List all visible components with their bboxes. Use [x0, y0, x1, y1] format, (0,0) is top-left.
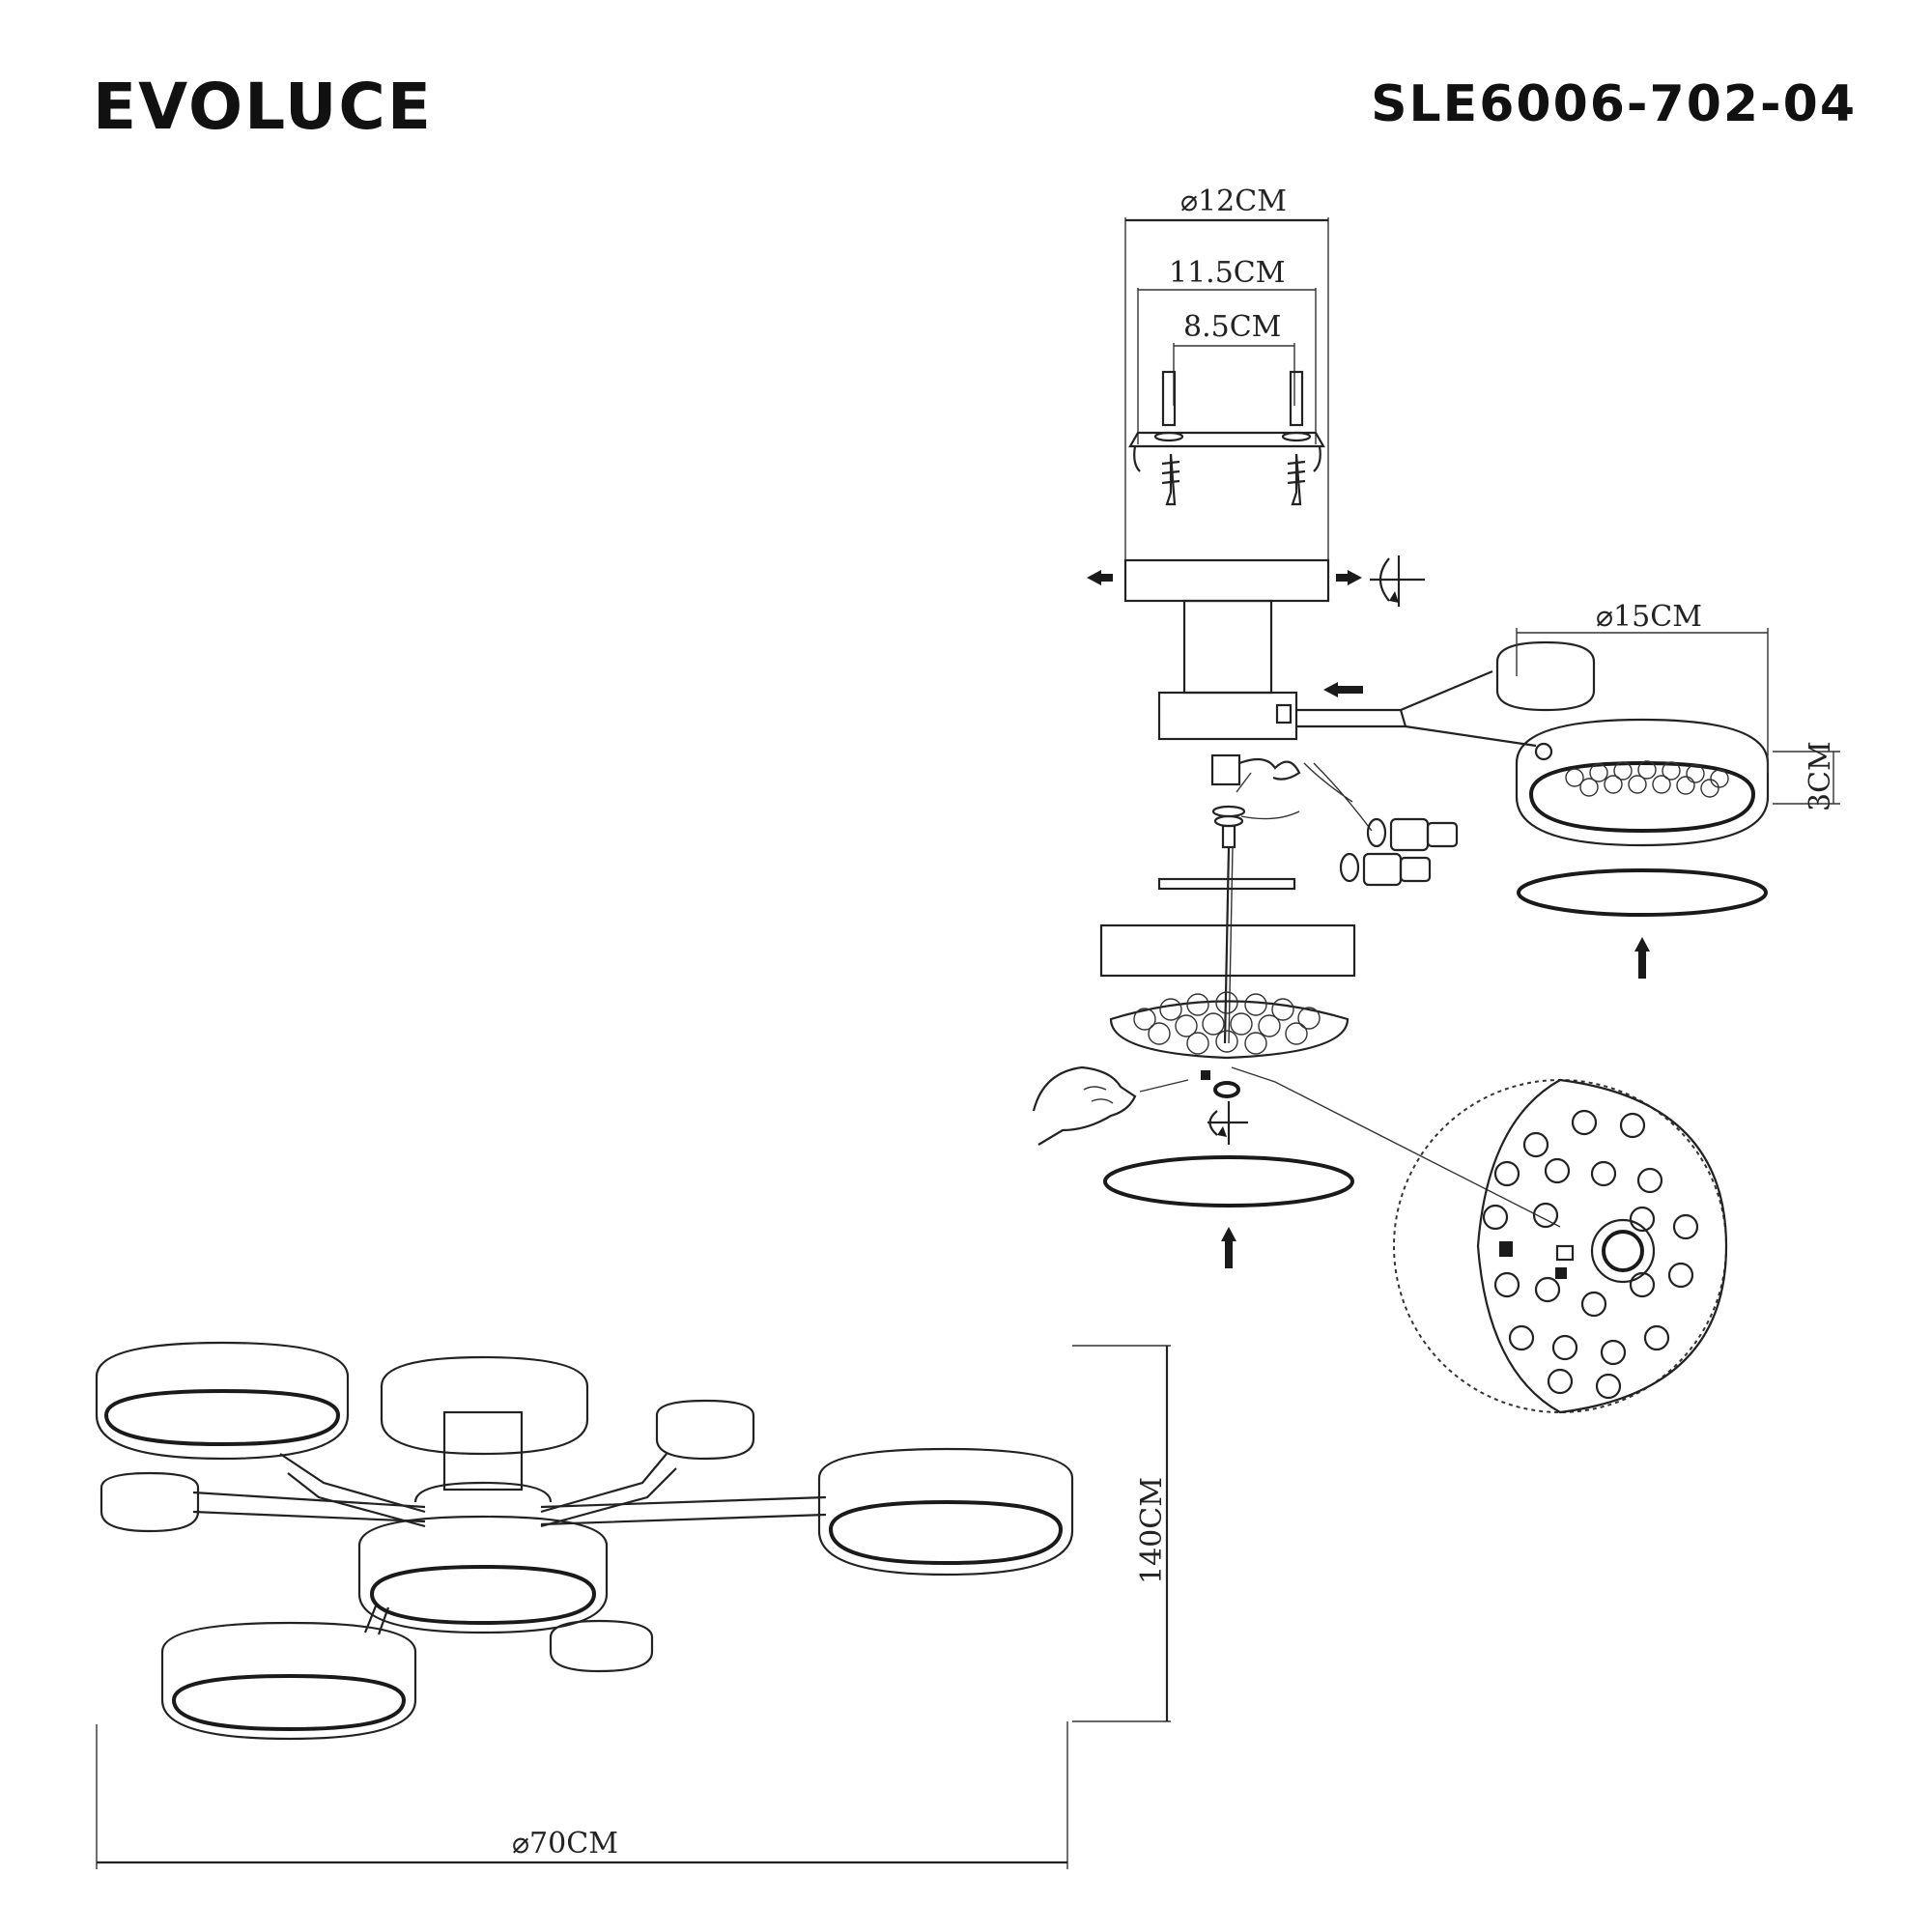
total-height-label: 140CM [1135, 1477, 1169, 1584]
rotate-icon [1370, 555, 1425, 607]
power-cable [1223, 846, 1561, 1228]
screw-icon [1161, 453, 1180, 506]
led-crystal-panel [1109, 991, 1350, 1060]
arrow-left-icon [1087, 570, 1113, 585]
terminal-block [1210, 753, 1373, 832]
small-diffuser [1517, 868, 1768, 917]
bracket-width-label: 11.5CM [1169, 256, 1285, 290]
main-shade-ring [1099, 923, 1356, 978]
small-shade-arm [1296, 669, 1537, 748]
screw-icon [1287, 453, 1306, 506]
small-shade [1515, 718, 1770, 847]
model-number: SLE6006-702-04 [1371, 75, 1857, 133]
shade-height-label: 3CM [1804, 741, 1837, 811]
canopy-cup [1123, 558, 1330, 741]
wall-plug-left [1153, 370, 1184, 442]
arrow-up-icon [1221, 1227, 1236, 1268]
canopy-diameter-label: ⌀12CM [1180, 185, 1287, 218]
small-shade-diameter-label: ⌀15CM [1596, 600, 1702, 634]
small-shade-dimension-lines [1516, 628, 1840, 805]
arrow-right-icon [1336, 570, 1362, 585]
arrow-left-icon [1323, 682, 1363, 697]
arrow-up-icon [1634, 937, 1650, 979]
main-diffuser [1103, 1155, 1354, 1208]
screw-spacing-label: 8.5CM [1183, 310, 1281, 344]
led-board-detail [1393, 1078, 1728, 1414]
cable-nut [1213, 1081, 1240, 1098]
brand-logo: EVOLUCE [93, 70, 433, 144]
crystal-pattern [1565, 760, 1729, 798]
hand-icon [1032, 1065, 1189, 1146]
total-diameter-label: ⌀70CM [512, 1827, 618, 1861]
connector-plug [1201, 1070, 1210, 1080]
rotate-icon [1208, 1101, 1248, 1145]
small-shade-top [1495, 640, 1596, 712]
mounting-plate [1157, 877, 1296, 891]
total-dimension-lines [96, 1345, 1171, 1869]
mounting-bracket [1128, 370, 1325, 506]
chandelier-assembled [95, 1341, 1074, 1741]
cable-gland [1211, 805, 1300, 849]
led-chip-grid [1482, 1109, 1699, 1400]
wall-plug-right [1281, 370, 1312, 442]
wire-connectors [1339, 817, 1459, 887]
